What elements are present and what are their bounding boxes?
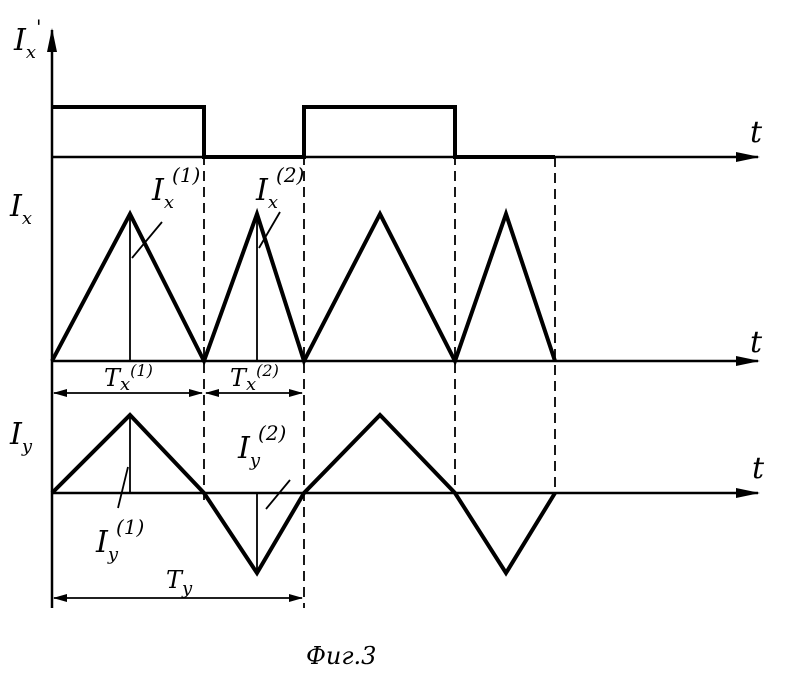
t-label-top: t	[750, 115, 763, 150]
tx1-label: Tx(1)	[104, 361, 153, 395]
iy2-leader	[266, 480, 290, 509]
iy1-leader	[118, 467, 128, 508]
t-label-middle: t	[750, 325, 763, 360]
ix2-label: Ix(2)	[255, 163, 304, 213]
iy-axis-label: Iy	[9, 417, 33, 457]
tx2-label: Tx(2)	[230, 361, 279, 395]
t-label-bottom: t	[752, 451, 765, 486]
iy2-label: Iy(2)	[237, 421, 286, 471]
ix1-label: Ix(1)	[151, 163, 200, 213]
ix-axis-label: Ix	[9, 189, 32, 229]
iy1-label: Iy(1)	[95, 515, 144, 565]
ix-prime-axis-label: Ix'	[13, 15, 42, 63]
figure-caption: Фиг.3	[306, 642, 376, 670]
ty-label: Ty	[166, 566, 193, 599]
